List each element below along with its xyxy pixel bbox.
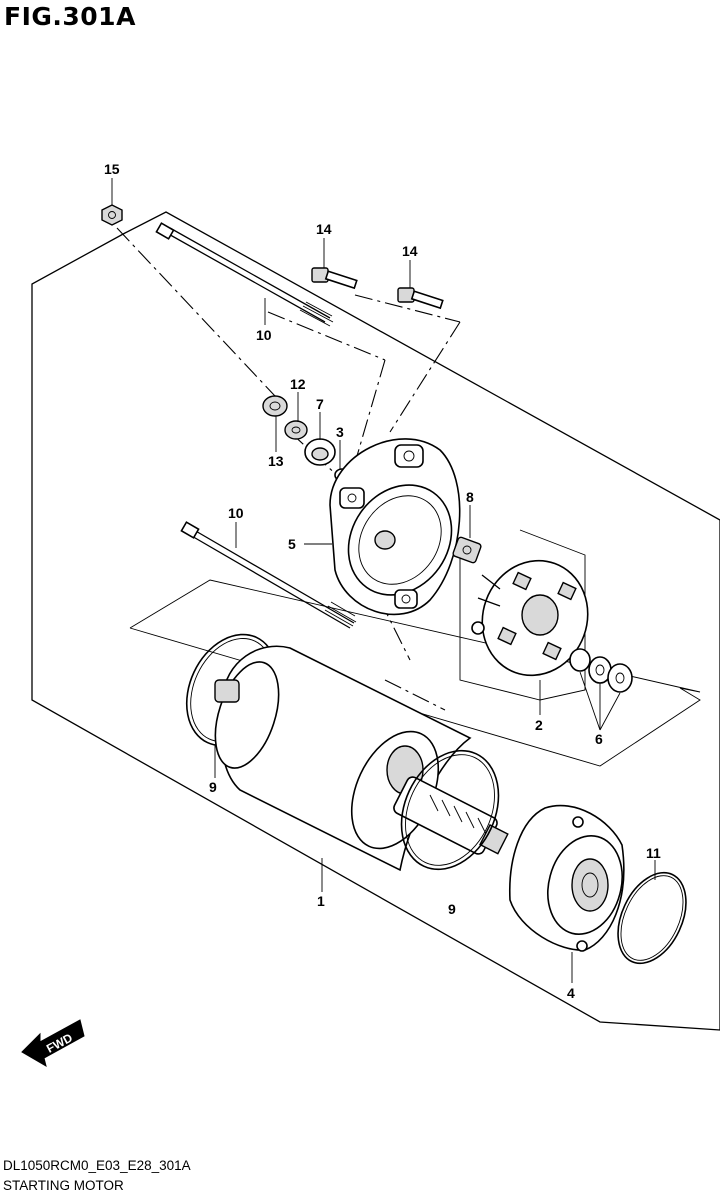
- assembly-line: [384, 679, 446, 711]
- o-ring-11: [617, 871, 687, 965]
- figure-code: DL1050RCM0_E03_E28_301A: [3, 1158, 191, 1173]
- assembly-line: [267, 311, 386, 361]
- callout-9: 9: [448, 901, 456, 917]
- screw-14-right: [397, 287, 444, 310]
- callout-7: 7: [316, 396, 324, 412]
- callout-15: 15: [104, 161, 120, 177]
- figure-caption: STARTING MOTOR: [3, 1178, 124, 1193]
- nut-15: [101, 204, 123, 226]
- front-housing-4: [509, 804, 625, 952]
- callout-9: 9: [209, 779, 217, 795]
- callout-14: 14: [402, 243, 418, 259]
- armature-frame: [129, 579, 701, 767]
- assembly-line: [389, 321, 461, 433]
- washer-6-set: [569, 648, 633, 693]
- callout-11: 11: [646, 845, 661, 861]
- washer-12: [284, 420, 308, 440]
- terminal-8: [452, 536, 482, 564]
- assembly-line: [354, 294, 461, 323]
- figure-title: FIG.301A: [4, 2, 136, 31]
- callout-4: 4: [567, 985, 575, 1001]
- callout-13: 13: [268, 453, 284, 469]
- leader-lines: [111, 178, 656, 983]
- nut-13: [262, 395, 288, 417]
- brush-plate-2: [471, 559, 589, 677]
- callout-6: 6: [595, 731, 603, 747]
- callout-10: 10: [228, 505, 244, 521]
- screw-14-left: [311, 267, 358, 290]
- callout-10: 10: [256, 327, 272, 343]
- fwd-arrow-icon: FWD: [21, 1019, 85, 1068]
- assembly-line: [116, 227, 276, 397]
- through-bolt-10-upper: [155, 222, 334, 327]
- callouts: 15 14 14 10 12 7 3 13 8 10 5 2 6 9 11 1 …: [104, 161, 661, 1001]
- callout-2: 2: [535, 717, 543, 733]
- assembly-frame: [31, 211, 720, 1031]
- through-bolt-10-lower: [180, 521, 357, 629]
- o-ring-9-right: [400, 749, 500, 871]
- rear-housing-5: [329, 438, 461, 616]
- callout-1: 1: [317, 893, 325, 909]
- callout-12: 12: [290, 376, 306, 392]
- seal-7: [304, 438, 336, 466]
- brush-plate-frame: [459, 529, 586, 701]
- callout-3: 3: [336, 424, 344, 440]
- callout-5: 5: [288, 536, 296, 552]
- armature: [350, 730, 509, 855]
- callout-14: 14: [316, 221, 332, 237]
- callout-8: 8: [466, 489, 474, 505]
